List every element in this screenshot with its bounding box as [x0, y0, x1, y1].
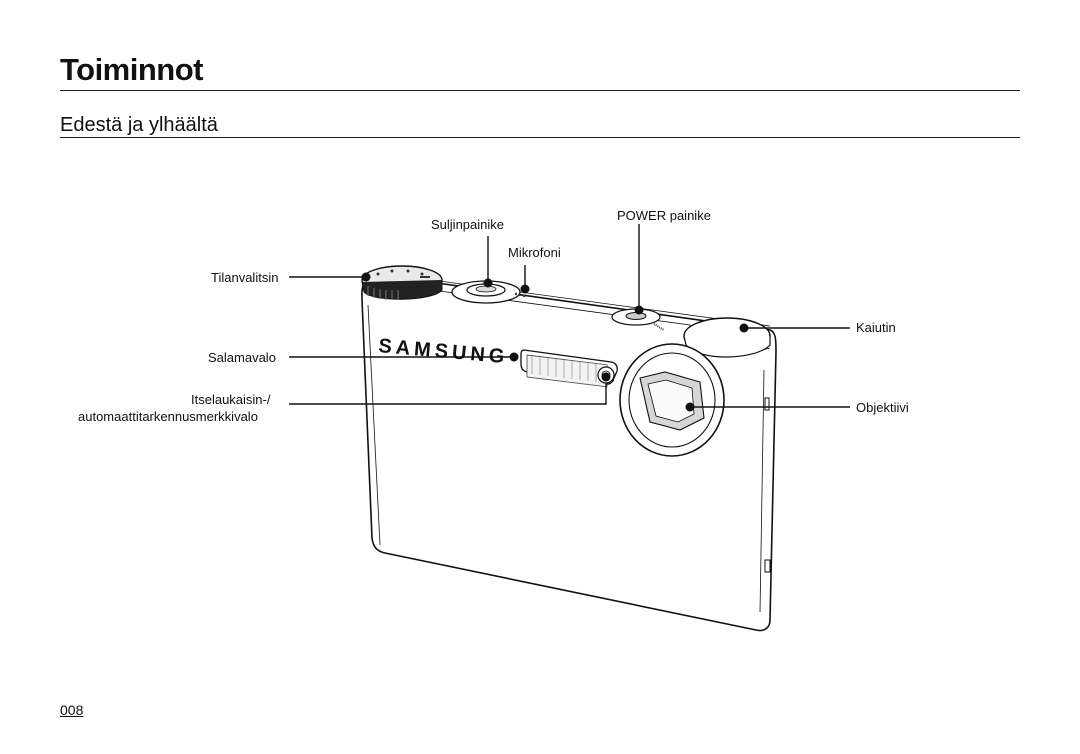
- label-selftimer-2: automaattitarkennusmerkkivalo: [78, 409, 258, 424]
- side-strap-mount: [764, 559, 771, 573]
- side-clip: [764, 397, 770, 411]
- title-divider: [60, 90, 1020, 91]
- callout-lines: [289, 224, 850, 408]
- page-title: Toiminnot: [60, 52, 204, 87]
- label-flash: Salamavalo: [208, 350, 276, 365]
- speaker: [683, 317, 771, 358]
- label-power: POWER painike: [617, 208, 711, 223]
- microphone-holes: [514, 292, 526, 298]
- label-mode-dial: Tilanvalitsin: [211, 270, 279, 285]
- section-title: Edestä ja ylhäältä: [60, 114, 218, 136]
- mode-dial: [361, 265, 443, 300]
- label-selftimer-1: Itselaukaisin-/: [191, 392, 271, 407]
- selftimer-leader: [289, 383, 607, 405]
- label-shutter: Suljinpainike: [431, 217, 504, 232]
- label-lens: Objektiivi: [856, 400, 909, 415]
- lens: [619, 343, 725, 457]
- section-divider: [60, 137, 1020, 138]
- callout-dots: [361, 272, 749, 412]
- page-number: 008: [60, 702, 84, 718]
- label-speaker: Kaiutin: [856, 320, 896, 335]
- label-microphone: Mikrofoni: [508, 245, 561, 260]
- flash-window: [520, 349, 618, 388]
